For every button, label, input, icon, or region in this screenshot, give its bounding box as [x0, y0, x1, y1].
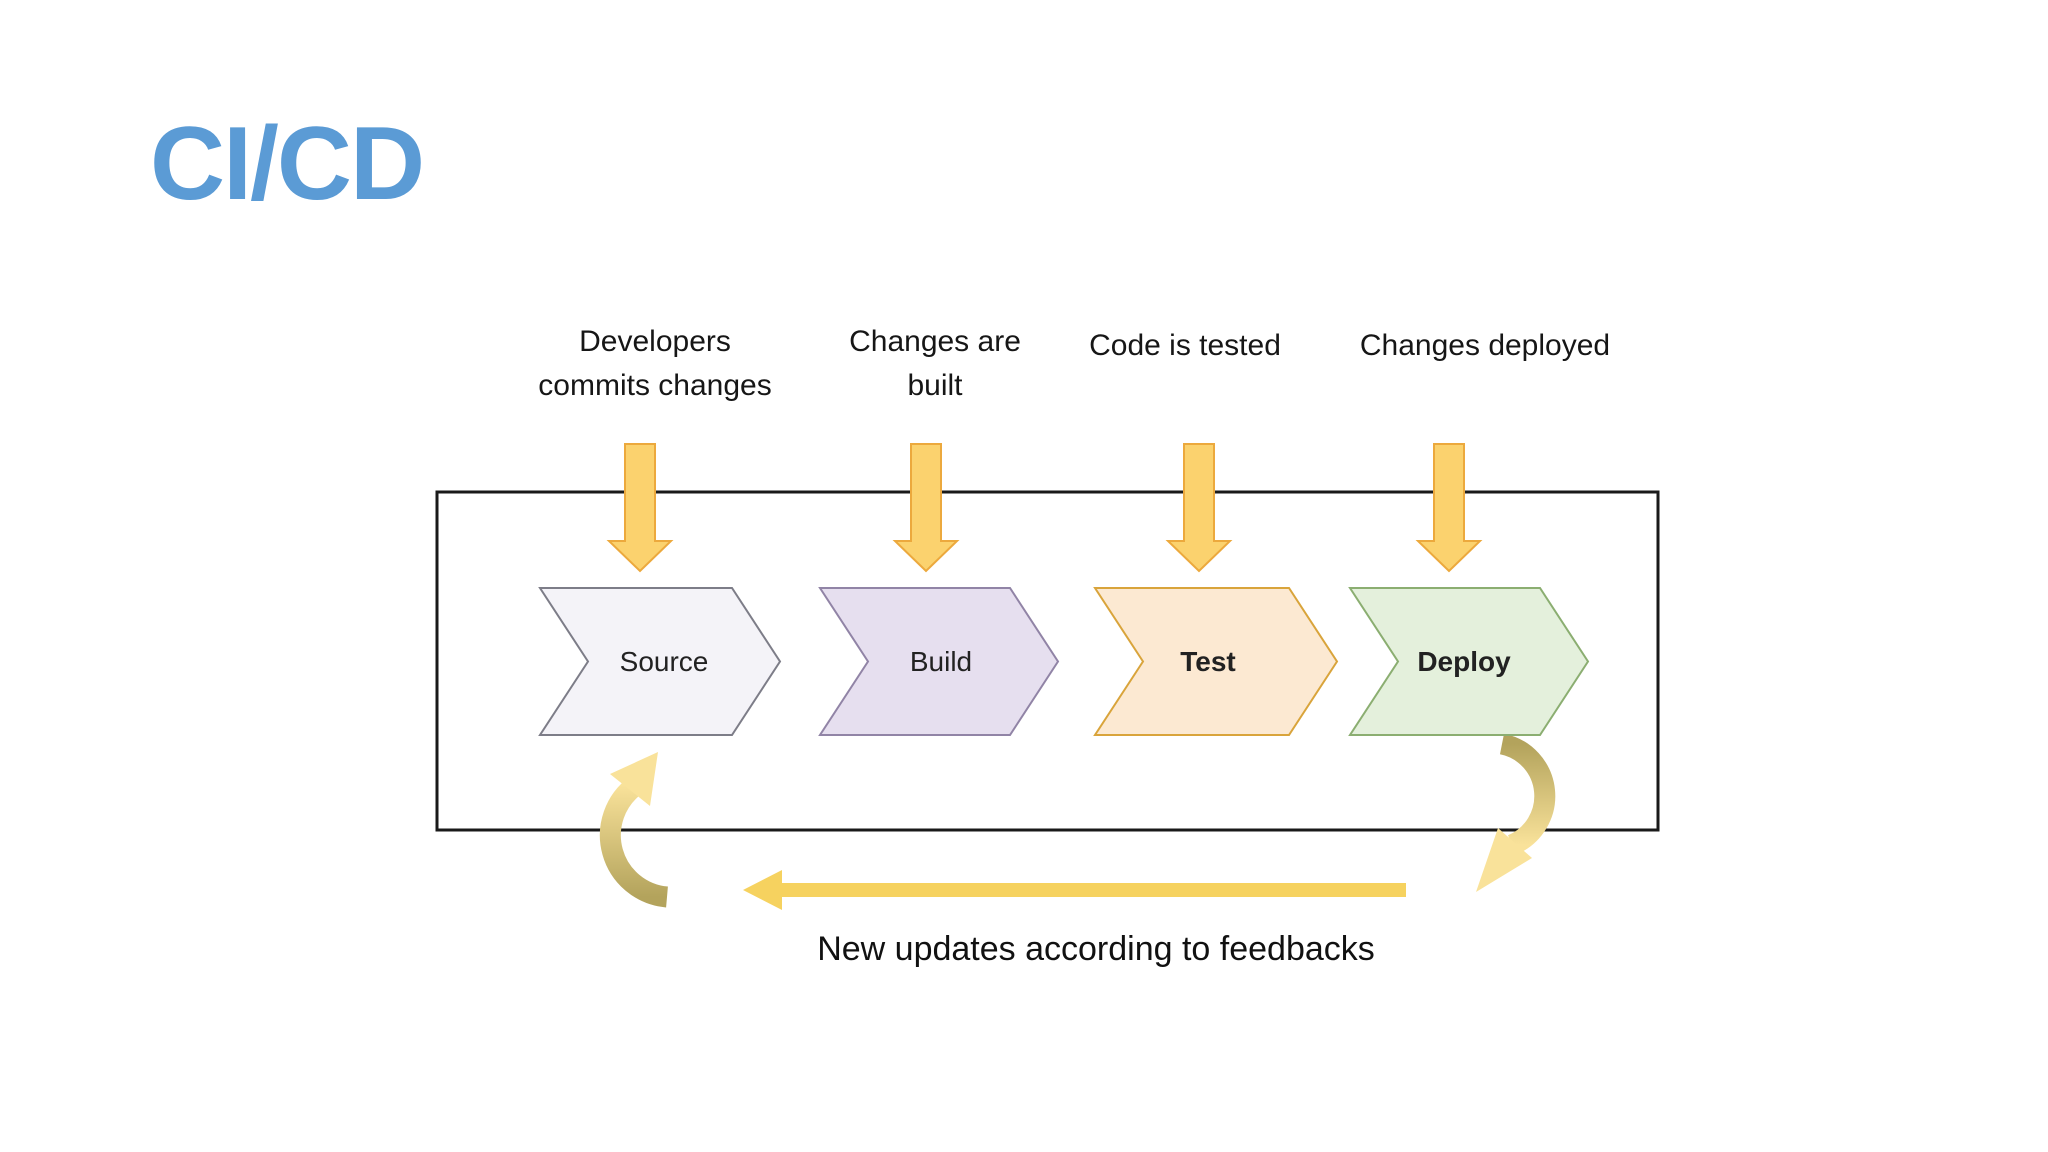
down-arrow-icon	[1415, 443, 1483, 573]
stage-label-deploy: Deploy	[1417, 646, 1511, 677]
pipeline-box	[435, 490, 1660, 832]
stage-caption-build: Changes are built	[849, 325, 1021, 402]
cycle-arrow-left-icon	[599, 776, 669, 908]
down-arrow-icon	[1165, 443, 1233, 573]
stage-chevron-build	[818, 587, 1060, 736]
down-arrow-icon	[606, 443, 674, 573]
feedback-label: New updates according to feedbacks	[817, 930, 1375, 968]
stage-label-build: Build	[909, 646, 973, 677]
stage-caption-deploy: Changes deployed	[1359, 329, 1611, 362]
stage-caption-source: Developers commits changes	[538, 325, 772, 402]
stage-chevron-source	[538, 587, 782, 736]
cycle-arrow-right-head-icon	[1476, 828, 1532, 892]
cycle-arrow-left-head-icon	[610, 752, 658, 806]
stage-caption-test: Code is tested	[1089, 329, 1281, 362]
stage-label-test: Test	[1180, 646, 1236, 677]
feedback-arrow-icon	[743, 870, 1406, 910]
stage-chevron-deploy	[1348, 587, 1590, 736]
page-title: CI/CD	[150, 106, 425, 222]
cycle-arrow-right-icon	[1499, 733, 1556, 855]
stage-chevron-test	[1093, 587, 1339, 736]
stage-label-source: Source	[619, 646, 709, 677]
down-arrow-icon	[892, 443, 960, 573]
